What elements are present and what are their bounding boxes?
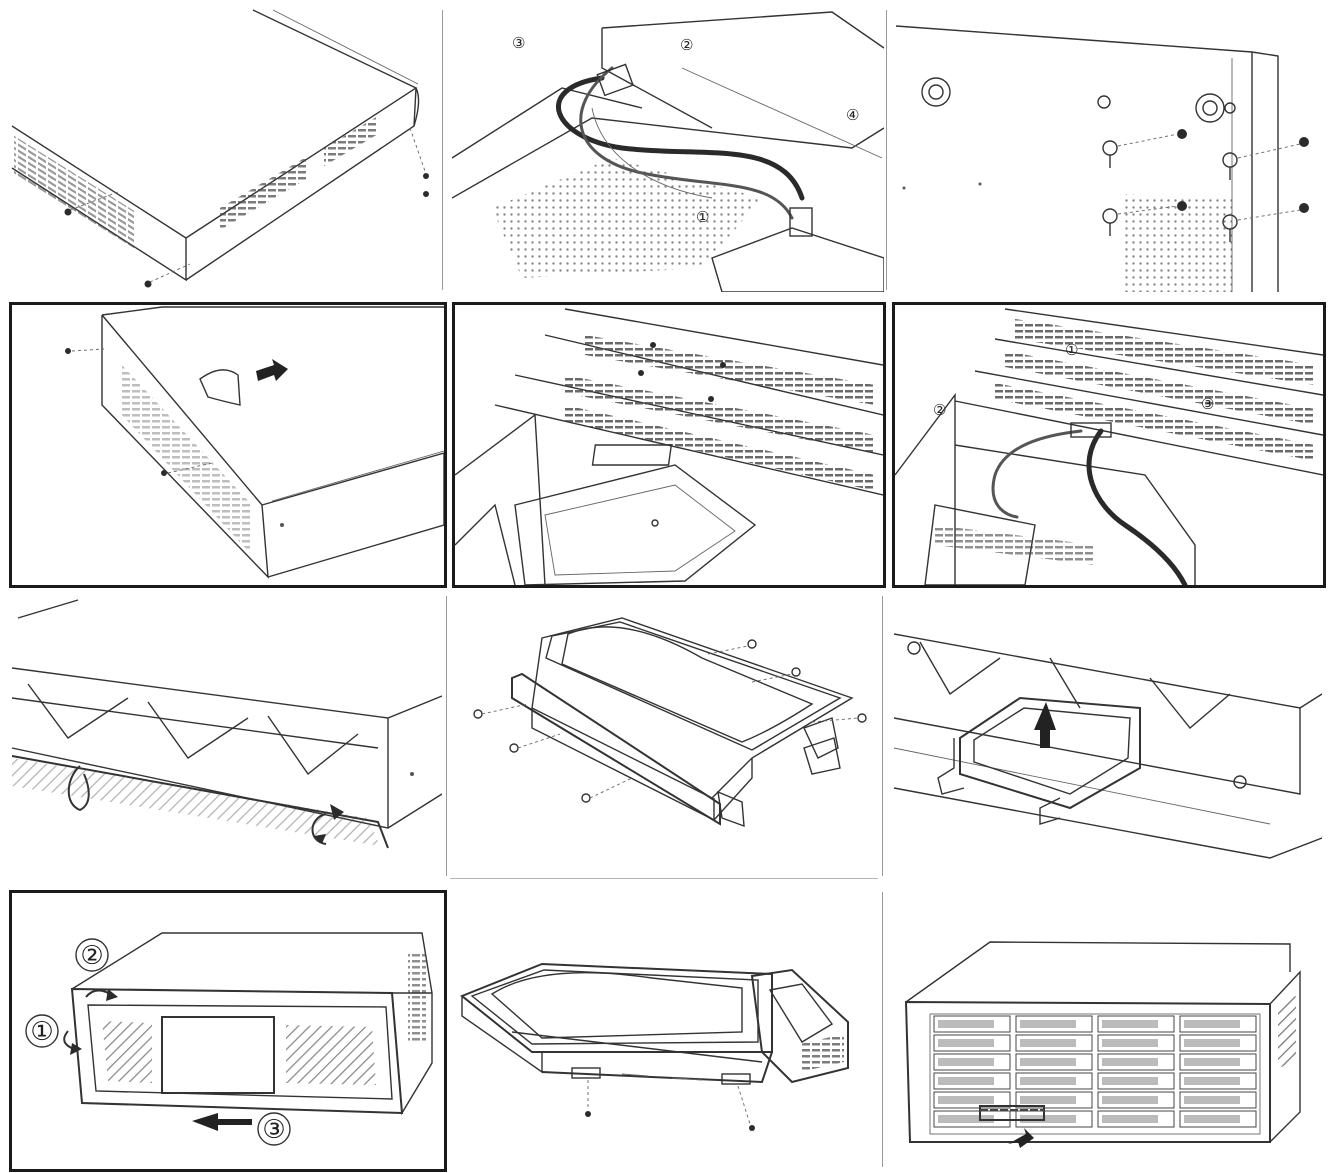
drive-bay-handle: [1184, 1096, 1240, 1104]
drive-bay-handle: [1102, 1115, 1158, 1123]
drive-bay-handle: [1020, 1096, 1076, 1104]
separator-line: [442, 10, 443, 290]
drive-bay-handle: [1102, 1020, 1158, 1028]
drive-bay-handle: [938, 1115, 994, 1123]
drive-bays: [933, 1015, 1257, 1128]
callout-1: ①: [1065, 341, 1078, 359]
step-insert-tray-front: [890, 892, 1322, 1168]
separator-line: [886, 10, 887, 290]
separator-line: [882, 596, 883, 876]
drive-bay-handle: [1184, 1020, 1240, 1028]
callout-1: ①: [30, 1017, 53, 1047]
drive-bay-handle: [1102, 1039, 1158, 1047]
drive-bay-handle: [938, 1096, 994, 1104]
drive-bay-handle: [938, 1020, 994, 1028]
drive-bay-handle: [938, 1077, 994, 1085]
step-locate-drive-bay: [452, 302, 886, 588]
drive-bay-handle: [1020, 1039, 1076, 1047]
step-open-front-panel: [8, 598, 442, 876]
drive-bay-handle: [1020, 1115, 1076, 1123]
drive-bay-handle: [1020, 1020, 1076, 1028]
separator-line: [882, 892, 883, 1167]
callout-3: ③: [1201, 395, 1214, 413]
step-connect-drive-cables: ① ② ③: [892, 302, 1326, 588]
callout-4: ④: [846, 106, 859, 124]
step-open-front-bezel: ② ① ③: [9, 890, 447, 1172]
step-remove-cover-screws: [8, 8, 438, 292]
drive-bay-handle: [938, 1058, 994, 1066]
drive-bay-handle: [1102, 1058, 1158, 1066]
step-remove-bottom-screws: [892, 8, 1322, 292]
drive-bay-handle: [1184, 1039, 1240, 1047]
step-slide-cover: [9, 302, 447, 588]
step-mount-drive-bracket: [452, 598, 878, 876]
callout-3: ③: [512, 34, 525, 52]
drive-bay-handle: [938, 1039, 994, 1047]
drive-bay-handle: [1184, 1115, 1240, 1123]
separator-line: [450, 878, 878, 879]
callout-2: ②: [933, 401, 946, 419]
step-insert-drive: [890, 598, 1322, 876]
drive-bay-handle: [1020, 1077, 1076, 1085]
callout-3: ③: [262, 1115, 285, 1145]
drive-bay-handle: [1102, 1096, 1158, 1104]
drive-bay-handle: [1102, 1077, 1158, 1085]
step-disconnect-cables: ③ ② ④ ①: [452, 8, 884, 292]
drive-bay-handle: [1184, 1058, 1240, 1066]
drive-bay-handle: [1184, 1077, 1240, 1085]
separator-line: [446, 596, 447, 876]
drive-bay-handle: [1020, 1058, 1076, 1066]
callout-1: ①: [696, 208, 709, 226]
step-drive-in-tray: [452, 892, 878, 1168]
callout-2: ②: [80, 941, 103, 971]
callout-2: ②: [680, 36, 693, 54]
